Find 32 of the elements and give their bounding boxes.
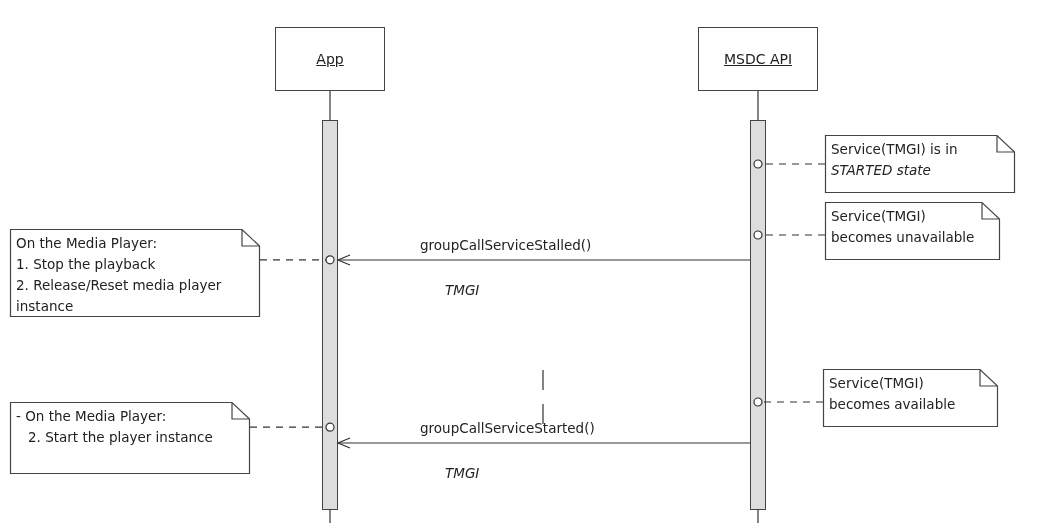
note-box [823, 369, 998, 427]
note-text: - On the Media Player: [16, 407, 168, 426]
note-text: Service(TMGI) becomes available [829, 374, 957, 414]
activation-bar [750, 120, 766, 510]
leader-line [753, 159, 826, 169]
note-box [10, 402, 250, 474]
note-text: 2. Start the player instance [27, 428, 214, 447]
lifeline-head [698, 27, 818, 91]
message-label: groupCallServiceStalled() [420, 237, 592, 253]
note-box [10, 229, 260, 317]
leader-line [753, 397, 824, 407]
lifeline [757, 90, 759, 121]
parameter-label: TMGI [445, 282, 480, 298]
leader-line [259, 255, 335, 265]
lifeline-name: MSDC API [723, 51, 793, 67]
arrow [337, 437, 751, 449]
note-text: 2. Release/Reset media player instance [16, 276, 223, 316]
note-box [825, 135, 1015, 193]
note-text: 1. Stop the playback [16, 255, 157, 274]
lifeline-name: App [316, 51, 344, 67]
note-text: Service(TMGI) is in STARTED state [831, 140, 959, 180]
lifeline [329, 90, 331, 121]
note-text: Service(TMGI) becomes unavailable [831, 207, 976, 247]
arrow [337, 254, 751, 266]
leader-line [249, 422, 335, 432]
leader-line [753, 230, 826, 240]
message-label: groupCallServiceStarted() [420, 420, 595, 436]
lifeline-head [275, 27, 385, 91]
note-box [825, 202, 1000, 260]
parameter-label: TMGI [445, 465, 480, 481]
activation-bar [322, 120, 338, 510]
note-text: On the Media Player: [16, 234, 159, 253]
